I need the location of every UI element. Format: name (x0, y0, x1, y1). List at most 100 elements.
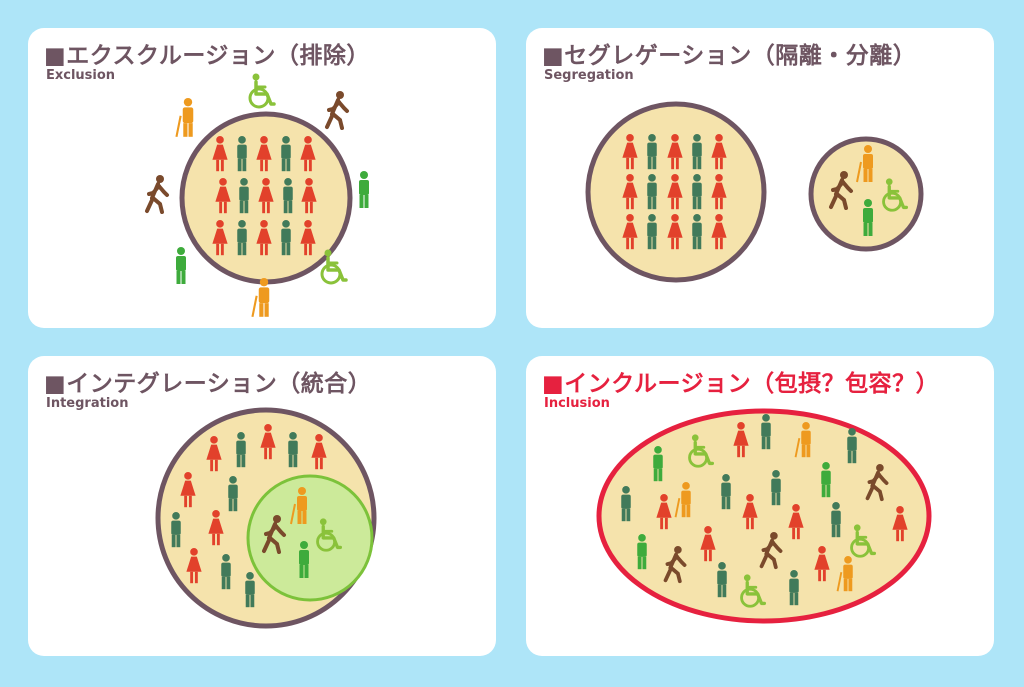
integration-title: ■インテグレーション（統合） (44, 371, 372, 397)
person-standing-icon (228, 476, 238, 512)
person-standing-icon (761, 414, 771, 450)
panel-exclusion: ■エクスクルージョン（排除） Exclusion (28, 28, 496, 328)
person-standing-icon (622, 134, 638, 170)
person-standing-icon (711, 214, 727, 250)
panel-integration: ■インテグレーション（統合） Integration (28, 356, 496, 656)
integration-subtitle: Integration (46, 396, 129, 411)
person-standing-icon (281, 220, 291, 256)
person-standing-icon (667, 134, 683, 170)
person-standing-icon (245, 572, 255, 608)
segregation-title: ■セグレゲーション（隔離・分離） (542, 43, 917, 69)
wheelchair-icon (316, 518, 343, 552)
person-standing-icon (788, 504, 804, 540)
person-standing-icon (300, 136, 316, 172)
segregation-illustration (585, 101, 924, 283)
person-standing-icon (717, 562, 727, 598)
person-walking-icon (145, 175, 169, 214)
person-cane-icon (794, 422, 811, 458)
person-standing-icon (212, 220, 228, 256)
person-cane-icon (674, 482, 691, 518)
person-walking-icon (663, 546, 687, 584)
person-standing-icon (692, 134, 702, 170)
exclusion-illustration (145, 73, 369, 318)
inclusion-subtitle: Inclusion (544, 396, 610, 411)
person-standing-icon (186, 548, 202, 584)
person-standing-icon (656, 494, 672, 530)
exclusion-subtitle: Exclusion (46, 68, 116, 83)
person-walking-icon (865, 464, 889, 502)
integration-inner-circle (246, 474, 374, 602)
person-standing-icon (281, 136, 291, 172)
person-standing-icon (692, 174, 702, 210)
wheelchair-icon (882, 178, 909, 212)
person-standing-icon (821, 462, 831, 498)
person-standing-icon (239, 178, 249, 214)
person-standing-icon (742, 494, 758, 530)
person-walking-icon (829, 171, 853, 210)
person-standing-icon (692, 214, 702, 250)
person-standing-icon (237, 220, 247, 256)
wheelchair-icon (248, 73, 276, 109)
person-standing-icon (622, 214, 638, 250)
person-standing-icon (176, 247, 186, 284)
person-standing-icon (733, 422, 749, 458)
person-cane-icon (836, 556, 853, 592)
inclusion-title: ■インクルージョン（包摂？包容？） (542, 371, 940, 397)
person-standing-icon (256, 220, 272, 256)
person-standing-icon (221, 554, 231, 590)
person-walking-icon (262, 515, 286, 554)
segregation-subtitle: Segregation (544, 68, 634, 83)
panel-segregation: ■セグレゲーション（隔離・分離） Segregation (526, 28, 994, 328)
person-standing-icon (180, 472, 196, 508)
person-cane-icon (175, 97, 194, 138)
person-standing-icon (258, 178, 274, 214)
person-standing-icon (208, 510, 224, 546)
person-standing-icon (288, 432, 298, 468)
panel-inclusion: ■インクルージョン（包摂？包容？） Inclusion (526, 356, 994, 656)
person-standing-icon (789, 570, 799, 606)
person-standing-icon (300, 220, 316, 256)
person-standing-icon (831, 502, 841, 538)
person-cane-icon (251, 277, 270, 318)
person-standing-icon (771, 470, 781, 506)
person-standing-icon (700, 526, 716, 562)
wheelchair-icon (850, 524, 877, 558)
person-standing-icon (667, 214, 683, 250)
person-standing-icon (647, 174, 657, 210)
wheelchair-icon (320, 249, 348, 285)
segregation-separate-circle (808, 136, 924, 252)
person-standing-icon (622, 174, 638, 210)
person-standing-icon (847, 428, 857, 464)
person-standing-icon (206, 436, 222, 472)
person-standing-icon (647, 134, 657, 170)
person-standing-icon (215, 178, 231, 214)
wheelchair-icon (740, 574, 767, 608)
person-standing-icon (260, 424, 276, 460)
person-standing-icon (301, 178, 317, 214)
person-standing-icon (311, 434, 327, 470)
person-standing-icon (863, 199, 873, 236)
person-standing-icon (299, 541, 309, 578)
person-standing-icon (653, 446, 663, 482)
person-standing-icon (667, 174, 683, 210)
person-standing-icon (892, 506, 908, 542)
person-standing-icon (814, 546, 830, 582)
integration-illustration (155, 407, 377, 629)
exclusion-title: ■エクスクルージョン（排除） (44, 43, 370, 69)
person-standing-icon (711, 174, 727, 210)
person-standing-icon (621, 486, 631, 522)
person-standing-icon (711, 134, 727, 170)
person-standing-icon (237, 136, 247, 172)
person-standing-icon (256, 136, 272, 172)
person-walking-icon (325, 91, 349, 130)
person-cane-icon (290, 487, 307, 525)
wheelchair-icon (688, 434, 715, 468)
person-walking-icon (759, 532, 783, 570)
inclusion-illustration (596, 408, 932, 624)
person-standing-icon (359, 171, 369, 208)
person-standing-icon (236, 432, 246, 468)
person-cane-icon (856, 145, 873, 183)
person-standing-icon (721, 474, 731, 510)
person-standing-icon (637, 534, 647, 570)
